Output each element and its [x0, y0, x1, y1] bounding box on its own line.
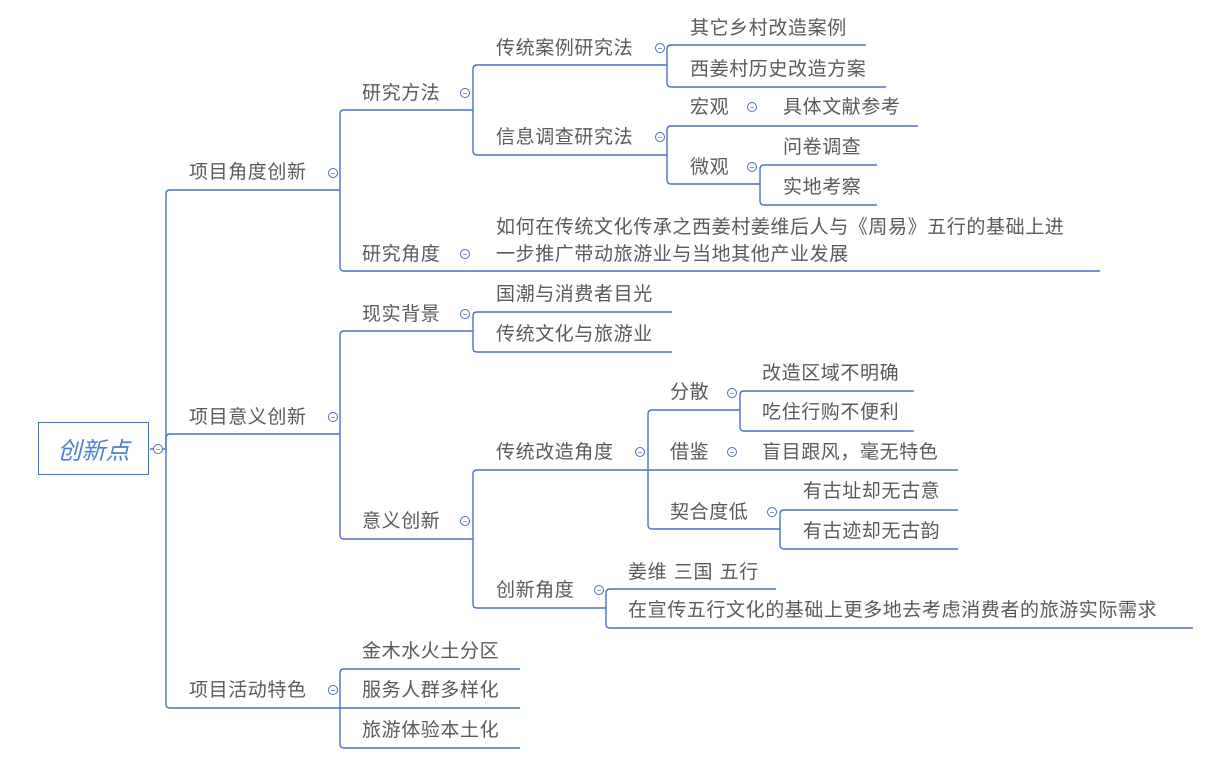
connector — [759, 164, 877, 184]
node-background[interactable]: 现实背景 — [362, 303, 441, 325]
connector — [472, 311, 672, 331]
connector — [339, 708, 520, 749]
node-case-study[interactable]: 传统案例研究法 — [496, 37, 634, 59]
connector — [666, 155, 760, 185]
connector — [739, 390, 914, 410]
node-site-no-meaning[interactable]: 有古址却无古意 — [803, 480, 941, 502]
collapse-toggle-icon[interactable] — [460, 309, 470, 319]
connector — [472, 64, 667, 110]
node-project-activity[interactable]: 项目活动特色 — [189, 679, 307, 701]
collapse-toggle-icon[interactable] — [153, 444, 163, 454]
collapse-toggle-icon[interactable] — [727, 447, 737, 457]
connector — [605, 588, 776, 608]
collapse-toggle-icon[interactable] — [747, 162, 757, 172]
node-borrow[interactable]: 借鉴 — [670, 441, 710, 463]
connector — [779, 509, 958, 529]
node-traditional-renovation[interactable]: 传统改造角度 — [496, 441, 614, 463]
node-innovation-angle[interactable]: 创新角度 — [496, 579, 575, 601]
connector — [165, 189, 340, 449]
node-research-method[interactable]: 研究方法 — [362, 82, 441, 104]
connector — [647, 409, 740, 470]
node-guochao[interactable]: 国潮与消费者目光 — [496, 283, 653, 305]
collapse-toggle-icon[interactable] — [727, 388, 737, 398]
connector — [605, 608, 1193, 629]
connector — [339, 190, 1100, 272]
node-literature[interactable]: 具体文献参考 — [783, 96, 901, 118]
collapse-toggle-icon[interactable] — [747, 102, 757, 112]
connector — [339, 330, 473, 434]
collapse-toggle-icon[interactable] — [655, 132, 665, 142]
node-research-angle-text-1[interactable]: 如何在传统文化传承之西姜村姜维后人与《周易》五行的基础上进 — [496, 216, 1065, 238]
node-inconvenient[interactable]: 吃住行购不便利 — [762, 401, 900, 423]
node-activity-2[interactable]: 服务人群多样化 — [362, 679, 500, 701]
connector — [472, 539, 606, 609]
connector — [472, 469, 648, 539]
connector — [339, 668, 520, 708]
connector — [165, 433, 340, 449]
node-research-angle-text-2[interactable]: 一步推广带动旅游业与当地其他产业发展 — [496, 243, 849, 265]
node-activity-3[interactable]: 旅游体验本土化 — [362, 719, 500, 741]
collapse-toggle-icon[interactable] — [460, 249, 470, 259]
collapse-toggle-icon[interactable] — [328, 168, 338, 178]
node-questionnaire[interactable]: 问卷调查 — [783, 136, 862, 158]
connector — [472, 331, 672, 353]
node-scattered[interactable]: 分散 — [670, 381, 710, 403]
root-node[interactable]: 创新点 — [38, 422, 149, 475]
collapse-toggle-icon[interactable] — [460, 88, 470, 98]
collapse-toggle-icon[interactable] — [328, 685, 338, 695]
connector — [759, 184, 877, 206]
node-research-angle[interactable]: 研究角度 — [362, 243, 441, 265]
node-project-meaning[interactable]: 项目意义创新 — [189, 406, 307, 428]
collapse-toggle-icon[interactable] — [655, 43, 665, 53]
node-consumer-needs[interactable]: 在宣传五行文化的基础上更多地去考虑消费者的旅游实际需求 — [628, 599, 1158, 621]
connector — [779, 529, 958, 550]
connector — [339, 434, 473, 540]
node-xijiang-history[interactable]: 西姜村历史改造方案 — [690, 58, 867, 80]
node-activity-1[interactable]: 金木水火土分区 — [362, 640, 500, 662]
node-relic-no-charm[interactable]: 有古迹却无古韵 — [803, 520, 941, 542]
node-jiangwei[interactable]: 姜维 三国 五行 — [628, 561, 759, 583]
node-other-cases[interactable]: 其它乡村改造案例 — [690, 17, 847, 39]
connector — [339, 109, 473, 190]
root-label: 创新点 — [57, 437, 130, 465]
connector — [666, 125, 918, 155]
node-low-fit[interactable]: 契合度低 — [670, 501, 749, 523]
collapse-toggle-icon[interactable] — [328, 412, 338, 422]
collapse-toggle-icon[interactable] — [460, 516, 470, 526]
connector — [647, 470, 780, 530]
collapse-toggle-icon[interactable] — [767, 507, 777, 517]
collapse-toggle-icon[interactable] — [635, 447, 645, 457]
connector — [165, 449, 340, 709]
connector — [739, 410, 914, 432]
node-micro[interactable]: 微观 — [690, 156, 730, 178]
connector — [472, 110, 667, 156]
node-macro[interactable]: 宏观 — [690, 96, 730, 118]
node-meaning-innovation[interactable]: 意义创新 — [362, 510, 441, 532]
node-unclear-area[interactable]: 改造区域不明确 — [762, 362, 900, 384]
connector — [666, 65, 886, 88]
node-survey[interactable]: 信息调查研究法 — [496, 126, 634, 148]
node-project-angle[interactable]: 项目角度创新 — [189, 161, 307, 183]
node-blind-follow[interactable]: 盲目跟风，毫无特色 — [762, 441, 939, 463]
node-culture-tourism[interactable]: 传统文化与旅游业 — [496, 323, 653, 345]
connector — [666, 44, 866, 65]
node-field-visit[interactable]: 实地考察 — [783, 176, 862, 198]
collapse-toggle-icon[interactable] — [594, 585, 604, 595]
